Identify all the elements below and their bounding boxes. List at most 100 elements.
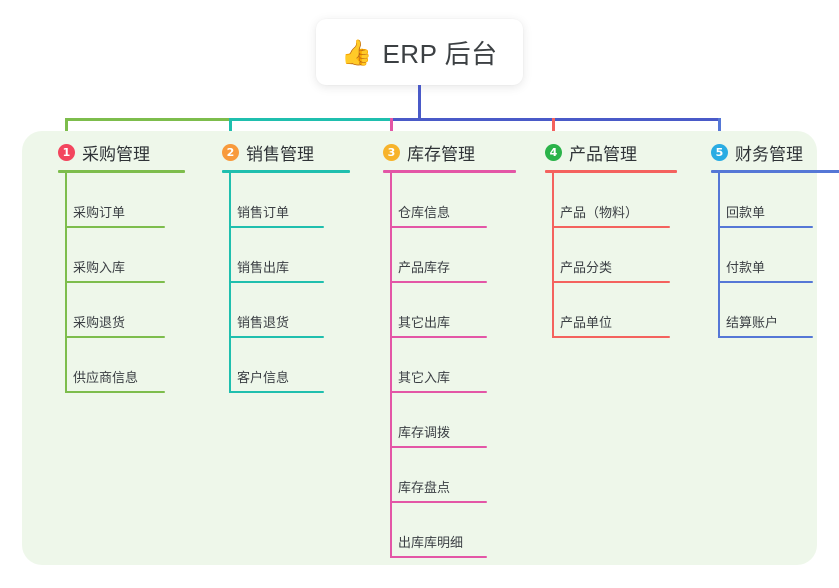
leaf-item-label: 供应商信息 [73, 370, 139, 385]
leaf-item-underline [390, 446, 487, 448]
leaf-item[interactable]: 其它出库 [390, 283, 487, 338]
leaf-item[interactable]: 采购退货 [65, 283, 165, 338]
bar-segment-3 [390, 118, 721, 121]
leaf-item-label: 产品（物料） [560, 205, 639, 220]
leaf-item-underline [65, 391, 165, 393]
diagram-panel: 1 采购管理采购订单采购入库采购退货供应商信息 2 销售管理销售订单销售出库销售退货客… [22, 131, 839, 565]
leaf-item-underline [65, 226, 165, 228]
bar-segment-2 [229, 118, 392, 121]
leaf-item-label: 产品库存 [398, 260, 451, 275]
leaf-item[interactable]: 销售退货 [229, 283, 324, 338]
leaf-item-underline [552, 226, 670, 228]
column-badge-3: 3 [383, 143, 400, 161]
leaf-item[interactable]: 采购订单 [65, 173, 165, 228]
column-spine-5 [718, 173, 720, 338]
leaf-item-underline [390, 226, 487, 228]
column-1: 1 采购管理采购订单采购入库采购退货供应商信息 [40, 131, 195, 393]
column-title-3: 库存管理 [407, 144, 475, 164]
trunk-line [418, 85, 421, 121]
column-spine-1 [65, 173, 67, 393]
column-3: 3 库存管理仓库信息产品库存其它出库其它入库库存调拨库存盘点出库库明细 [365, 131, 530, 558]
column-spine-4 [552, 173, 554, 338]
leaf-item-label: 结算账户 [726, 315, 779, 330]
leaf-item[interactable]: 产品库存 [390, 228, 487, 283]
leaf-item[interactable]: 产品（物料） [552, 173, 670, 228]
leaf-item[interactable]: 供应商信息 [65, 338, 165, 393]
column-badge-5: 5 [711, 143, 728, 161]
thumbs-up-icon: 👍 [341, 37, 373, 67]
leaf-item-underline [718, 281, 813, 283]
leaf-item-underline [390, 281, 487, 283]
leaf-item[interactable]: 产品单位 [552, 283, 670, 338]
column-spine-3 [390, 173, 392, 558]
leaf-item-underline [229, 281, 324, 283]
column-4: 4 产品管理产品（物料） 产品分类产品单位 [527, 131, 697, 338]
column-header-5[interactable]: 5 财务管理 [693, 131, 839, 173]
leaf-item-underline [552, 281, 670, 283]
leaf-item-underline [65, 336, 165, 338]
leaf-item[interactable]: 库存调拨 [390, 393, 487, 448]
leaf-item[interactable]: 出库库明细 [390, 503, 487, 558]
column-underline-3 [383, 170, 516, 173]
leaf-item-label: 产品分类 [560, 260, 613, 275]
leaf-item-label: 付款单 [726, 260, 766, 275]
column-spine-2 [229, 173, 231, 393]
column-underline-1 [58, 170, 185, 173]
leaf-item[interactable]: 客户信息 [229, 338, 324, 393]
leaf-item[interactable]: 库存盘点 [390, 448, 487, 503]
bar-segment-1 [65, 118, 231, 121]
leaf-item[interactable]: 回款单 [718, 173, 813, 228]
column-title-2: 销售管理 [246, 144, 314, 164]
leaf-item-label: 回款单 [726, 205, 766, 220]
column-header-3[interactable]: 3 库存管理 [365, 131, 530, 173]
column-title-5: 财务管理 [735, 144, 803, 164]
leaf-item-label: 采购订单 [73, 205, 126, 220]
leaf-item-underline [390, 556, 487, 558]
leaf-item[interactable]: 销售出库 [229, 228, 324, 283]
leaf-item-label: 销售订单 [237, 205, 290, 220]
column-header-2[interactable]: 2 销售管理 [204, 131, 359, 173]
column-5: 5 财务管理回款单付款单结算账户 [693, 131, 839, 338]
leaf-item-underline [229, 391, 324, 393]
leaf-item-label: 库存调拨 [398, 425, 451, 440]
leaf-item[interactable]: 采购入库 [65, 228, 165, 283]
leaf-item[interactable]: 其它入库 [390, 338, 487, 393]
leaf-item-underline [718, 226, 813, 228]
leaf-item[interactable]: 产品分类 [552, 228, 670, 283]
column-underline-5 [711, 170, 839, 173]
leaf-item[interactable]: 仓库信息 [390, 173, 487, 228]
leaf-item[interactable]: 付款单 [718, 228, 813, 283]
leaf-item-underline [229, 336, 324, 338]
leaf-item-label: 产品单位 [560, 315, 613, 330]
leaf-item-label: 采购入库 [73, 260, 126, 275]
leaf-item-label: 销售退货 [237, 315, 290, 330]
leaf-item-label: 仓库信息 [398, 205, 451, 220]
leaf-item-label: 库存盘点 [398, 480, 451, 495]
root-node-title: ERP 后台 [382, 38, 498, 69]
leaf-item-label: 客户信息 [237, 370, 290, 385]
column-badge-2: 2 [222, 143, 239, 161]
leaf-item-underline [390, 336, 487, 338]
leaf-item-label: 销售出库 [237, 260, 290, 275]
leaf-item-label: 其它入库 [398, 370, 451, 385]
leaf-item-underline [229, 226, 324, 228]
column-header-1[interactable]: 1 采购管理 [40, 131, 195, 173]
column-underline-4 [545, 170, 677, 173]
column-title-1: 采购管理 [82, 144, 150, 164]
leaf-item-underline [552, 336, 670, 338]
leaf-item[interactable]: 结算账户 [718, 283, 813, 338]
column-header-4[interactable]: 4 产品管理 [527, 131, 697, 173]
leaf-item[interactable]: 销售订单 [229, 173, 324, 228]
leaf-item-label: 采购退货 [73, 315, 126, 330]
leaf-item-underline [65, 281, 165, 283]
column-badge-1: 1 [58, 143, 75, 161]
leaf-item-underline [390, 501, 487, 503]
leaf-item-label: 其它出库 [398, 315, 451, 330]
column-underline-2 [222, 170, 350, 173]
column-2: 2 销售管理销售订单销售出库销售退货客户信息 [204, 131, 359, 393]
root-node-card[interactable]: 👍 ERP 后台 [316, 19, 523, 85]
column-title-4: 产品管理 [569, 144, 637, 164]
column-badge-4: 4 [545, 143, 562, 161]
leaf-item-underline [718, 336, 813, 338]
leaf-item-underline [390, 391, 487, 393]
